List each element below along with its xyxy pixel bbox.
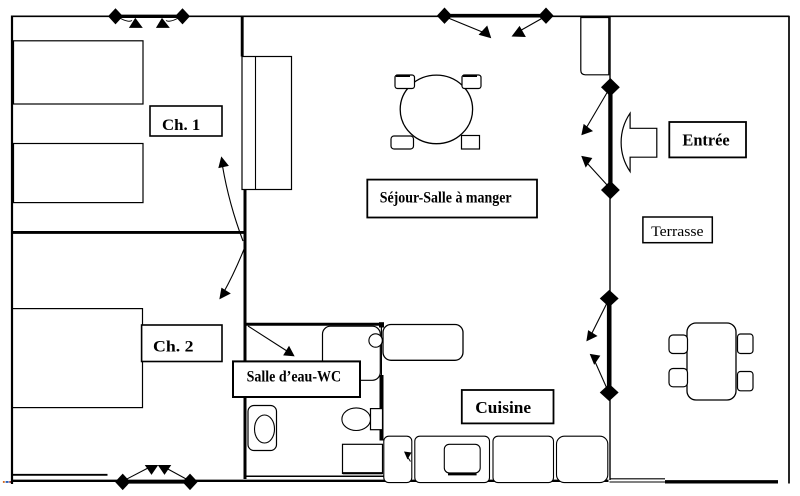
svg-text:Séjour-Salle à manger: Séjour-Salle à manger (380, 189, 512, 206)
svg-text:Salle d’eau-WC: Salle d’eau-WC (247, 369, 342, 386)
svg-text:Cuisine: Cuisine (475, 398, 531, 417)
svg-text:Ch. 2: Ch. 2 (153, 339, 194, 356)
svg-text:Terrasse: Terrasse (651, 224, 704, 240)
svg-text:Ch. 1: Ch. 1 (162, 117, 200, 134)
svg-text:Entrée: Entrée (682, 131, 730, 150)
